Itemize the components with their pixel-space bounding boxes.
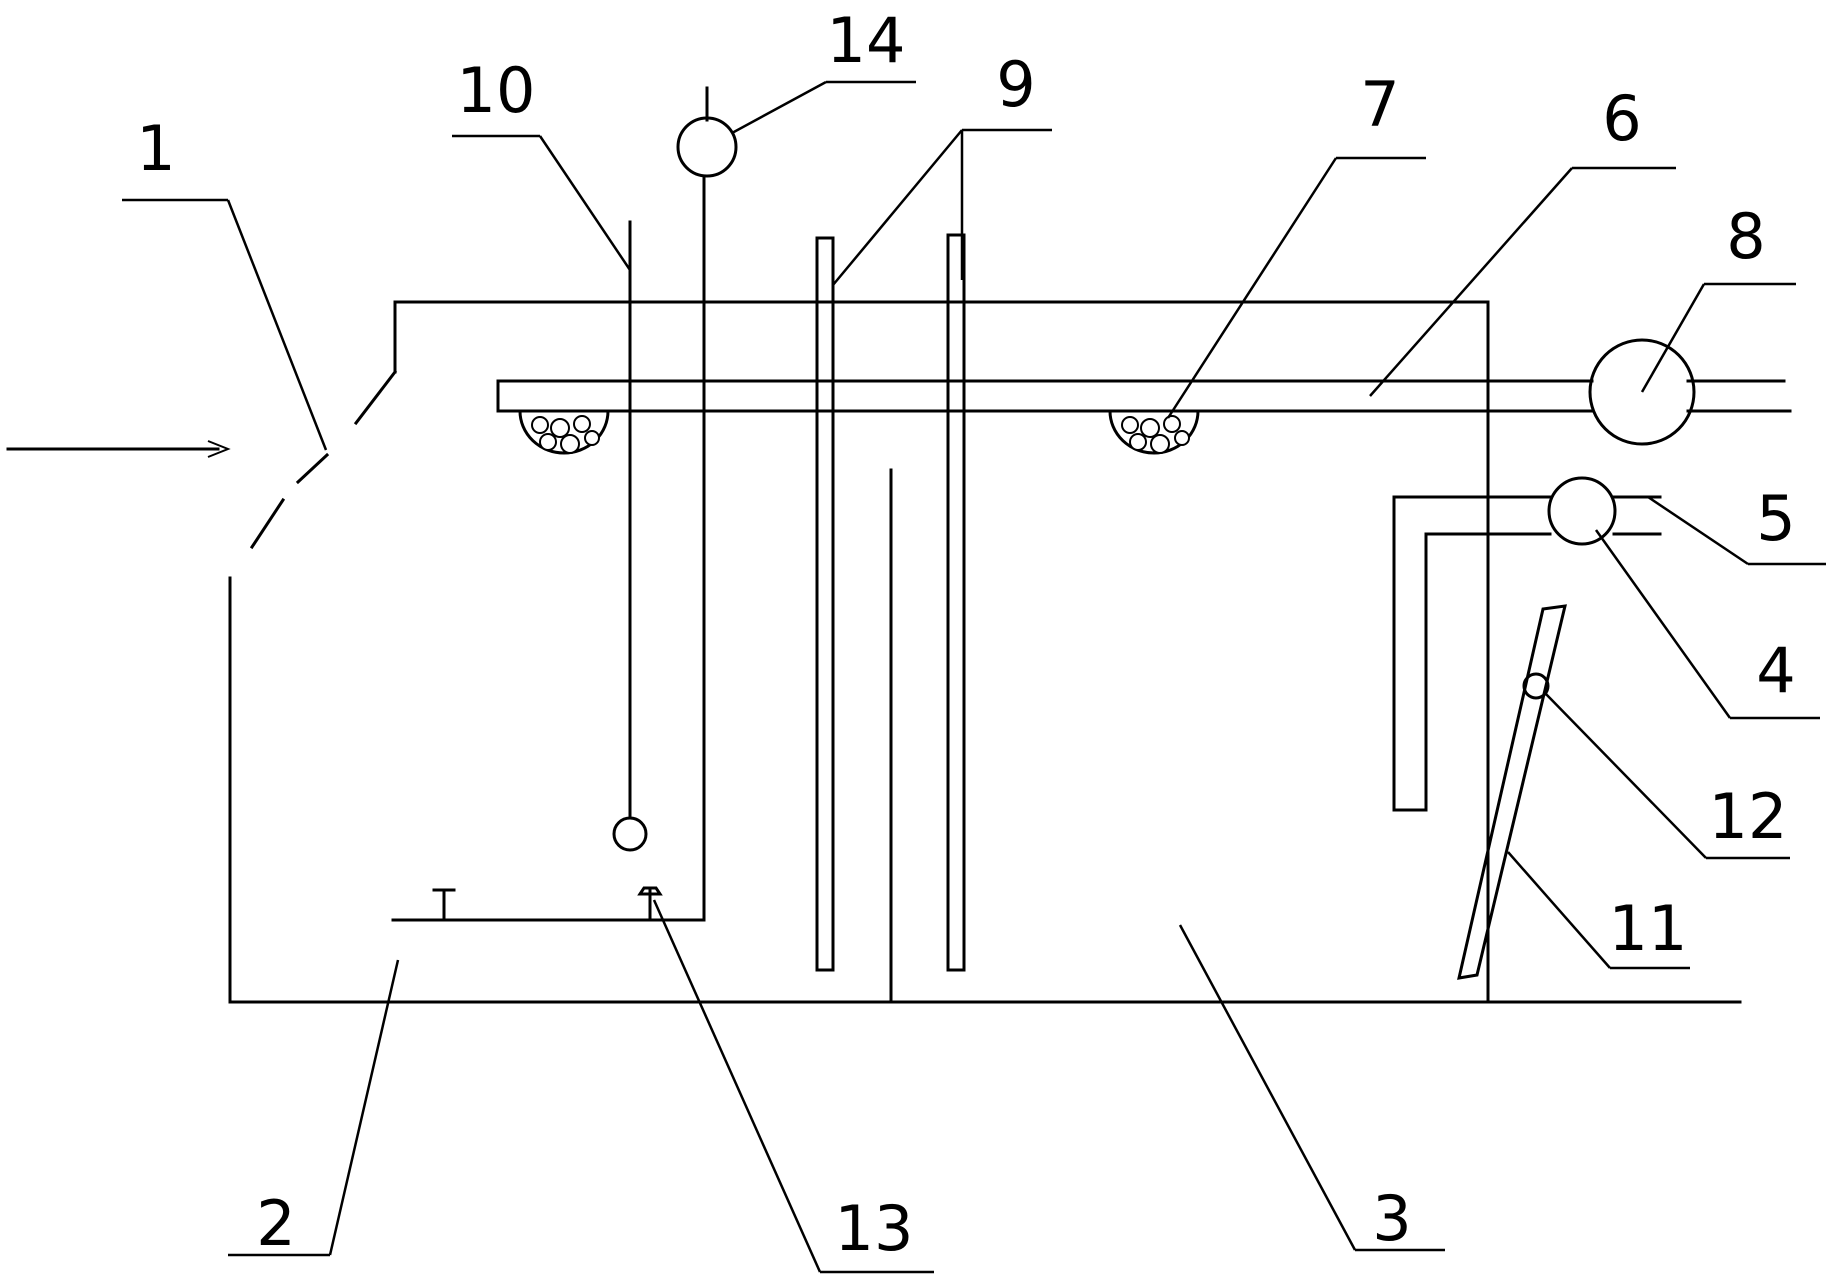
tank-outline [228, 300, 1742, 1004]
inlet-opening [228, 300, 398, 1004]
outlet-pipe [1392, 495, 1662, 812]
inlet-arrow [6, 440, 231, 458]
label-8: 8 [1726, 200, 1765, 273]
label-5: 5 [1756, 482, 1795, 555]
inclined-plate [1457, 604, 1567, 980]
label-6: 6 [1602, 82, 1641, 155]
float-sensor [612, 220, 648, 852]
horizontal-pipe [496, 379, 1792, 413]
media-cluster-left [518, 409, 610, 455]
label-11: 11 [1609, 892, 1688, 965]
label-14: 14 [827, 4, 906, 77]
valve-4 [1547, 476, 1617, 546]
vertical-tube-left [815, 236, 835, 972]
label-13: 13 [835, 1192, 914, 1265]
pump-8 [1588, 338, 1696, 446]
label-4: 4 [1756, 634, 1795, 707]
diffusers [432, 886, 663, 922]
label-1: 1 [136, 112, 175, 185]
aeration-pipe [391, 86, 738, 922]
label-2: 2 [256, 1187, 295, 1260]
label-12: 12 [1709, 780, 1788, 853]
vertical-tube-right [946, 233, 966, 972]
label-7: 7 [1360, 68, 1399, 141]
label-3: 3 [1372, 1182, 1411, 1255]
blower-14 [676, 116, 738, 178]
media-cluster-right [1108, 409, 1200, 455]
label-10: 10 [457, 54, 536, 127]
hinge-12 [1522, 672, 1550, 700]
leader-lines [122, 80, 1826, 1274]
label-9: 9 [996, 48, 1035, 121]
